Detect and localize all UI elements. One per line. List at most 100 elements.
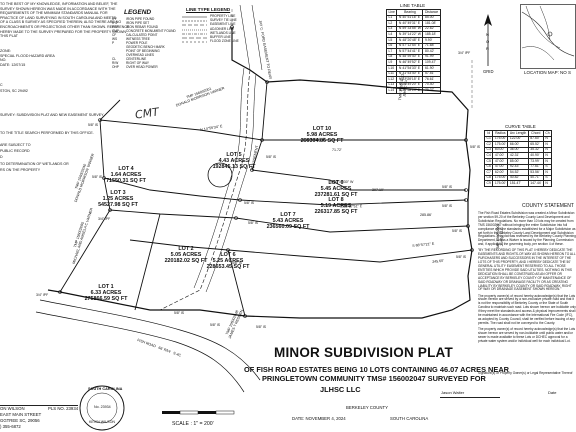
surveyor-note-line: REQUIREMENTS OF THE MINIMUM STANDARDS MA…	[0, 11, 108, 16]
line-table-title: LINE TABLE	[400, 3, 426, 8]
legend-symbol: P	[112, 41, 115, 45]
pin-tag: 5/8" IS	[266, 155, 277, 159]
line-type-label: ADJOINER LINE	[210, 26, 235, 31]
surveyor-note-line: SURVEY SHOWN HEREON WAS MADE IN ACCORDAN…	[0, 6, 116, 11]
line-type-sample	[182, 33, 207, 35]
pin-tag: 5/8" IS	[244, 201, 255, 205]
pin-tag: 5/8" IS	[92, 175, 103, 179]
table-cell: L9	[385, 59, 398, 66]
legend-item-label: WITNESS TREE	[126, 37, 150, 41]
table-cell: 85.00'	[422, 14, 441, 22]
lot-line	[109, 209, 237, 219]
lot-label-line: 71550.31 SQ FT	[106, 178, 146, 185]
table-cell: L11	[385, 70, 398, 78]
legend-item-label: POINT OF BEGINNING	[126, 49, 160, 53]
location-map-scale: NO S	[560, 70, 572, 75]
lot-label-line: 275866.59 SQ FT	[84, 296, 128, 303]
county-statement-body: The Fish Road Estates Subdivision was cr…	[478, 211, 576, 346]
general-note-line: SURVEY: SUBDIVISION PLAT AND NEW EASEMEN…	[0, 113, 104, 117]
county-name: BERKELEY COUNTY	[346, 405, 388, 410]
table-cell: L3	[385, 25, 398, 33]
lot-label-line: 5.98 ACRES	[306, 132, 338, 139]
legend-item-label: IRON REBAR FOUND	[126, 25, 159, 29]
owner-signature-line: Signature(s) of Property Owner(s) or Leg…	[478, 371, 573, 375]
surveyor-name: ON WILSON	[0, 406, 25, 411]
plat-subtitle-line1: OF FISH ROAD ESTATES BEING 10 LOTS CONTA…	[244, 365, 509, 374]
lot-label-line: 236560.09 SQ FT	[266, 224, 310, 231]
line-type-sample	[182, 41, 207, 43]
lot-label-line: LOT 5	[226, 152, 242, 158]
surveyor-note-line: THIS PLAT	[0, 34, 18, 39]
lot-line	[235, 217, 469, 233]
plat-title: MINOR SUBDIVISION PLAT	[274, 345, 453, 360]
legend-symbol: RBF	[112, 25, 119, 29]
signer-name: Jason Walter	[441, 390, 465, 395]
lot-line	[251, 169, 466, 191]
pin-tag: 5/8" IS	[88, 123, 99, 127]
lot-label-line: 5.25 ACRES	[212, 258, 244, 265]
county-statement-paragraph: The property owner(s) of record hereby a…	[478, 326, 576, 343]
lot-label-line: 228653.45 SQ FT	[206, 264, 250, 271]
road-edge	[239, 4, 251, 71]
legend-symbol: R/W	[112, 61, 119, 65]
north-arrow-label: GRID	[483, 69, 494, 74]
legend-item-label: CONCRETE MONUMENT FOUND	[126, 29, 176, 33]
pin-tag: 5/8" IS	[470, 145, 481, 149]
general-note-line: D	[0, 155, 3, 159]
line-type-legend-title: LINE TYPE LEGEND	[186, 7, 231, 12]
line-type-sample	[182, 29, 207, 30]
signer-line	[440, 397, 500, 398]
scale-bar	[162, 410, 235, 415]
curve-table-title: CURVE TABLE	[505, 124, 536, 129]
line-type-label: WETLANDS LINE	[210, 30, 236, 35]
owner-line: C	[0, 83, 3, 87]
surveyor-seal	[79, 385, 125, 431]
lot-label-line: 226317.85 SQ FT	[314, 209, 358, 216]
lot-line	[227, 249, 246, 317]
county-statement-paragraph: The Fish Road Estates Subdivision was cr…	[478, 211, 576, 247]
county-statement-paragraph: "BY THE RECORDING OF THIS PLAT I HEREBY …	[478, 248, 576, 292]
distance-label: 285.86'	[420, 213, 432, 217]
general-note-line: TO DETERMINATION OF WETLANDS OR	[0, 162, 69, 166]
legend-title: LEGEND	[124, 9, 152, 16]
line-type-label: PROPERTY LINE	[210, 14, 236, 18]
lot-label-line: 54527.98 SQ FT	[98, 202, 138, 209]
svg-text:O: O	[486, 39, 489, 44]
lot-label-line: 5.43 ACRES	[272, 218, 304, 225]
table-cell: L12	[385, 76, 398, 83]
table-cell: 181.08'	[422, 20, 441, 27]
lot-line	[134, 213, 161, 311]
surveyor-note-line: HERBY MADE TO THE SURVEY PREPARED FOR TH…	[0, 29, 126, 34]
pin-tag: 5/8" IS	[248, 221, 259, 225]
general-note-line: ARE SUBJECT TO	[0, 143, 31, 147]
lot-label-line: LOT 1	[98, 284, 114, 290]
bearing-label: N 87°17'30" W	[330, 180, 354, 184]
cul-de-sac	[207, 162, 233, 188]
line-type-label: EASEMENT LINE	[210, 22, 236, 27]
pin-tag: 5/8" IS	[256, 325, 267, 329]
lot-label-line: 5.19 ACRES	[320, 203, 352, 210]
line-type-sample	[182, 16, 207, 18]
seal-number: No. 23934	[94, 405, 111, 409]
table-cell: N	[542, 180, 553, 187]
surveyor-note-line: TO THE BEST OF MY KNOWLEDGE, INFORMATION…	[0, 2, 118, 6]
general-note-line: PUBLIC RECORD	[0, 149, 30, 153]
plat-client: JLHSC LLC	[320, 385, 361, 394]
flood-note-line: SPECIAL FLOOD HAZARD AREA	[0, 53, 55, 58]
general-note-line: RS ON THE PROPERTY	[0, 168, 41, 172]
lot-label-line: LOT 9	[328, 180, 344, 186]
table-cell: 61.90'	[422, 64, 441, 72]
